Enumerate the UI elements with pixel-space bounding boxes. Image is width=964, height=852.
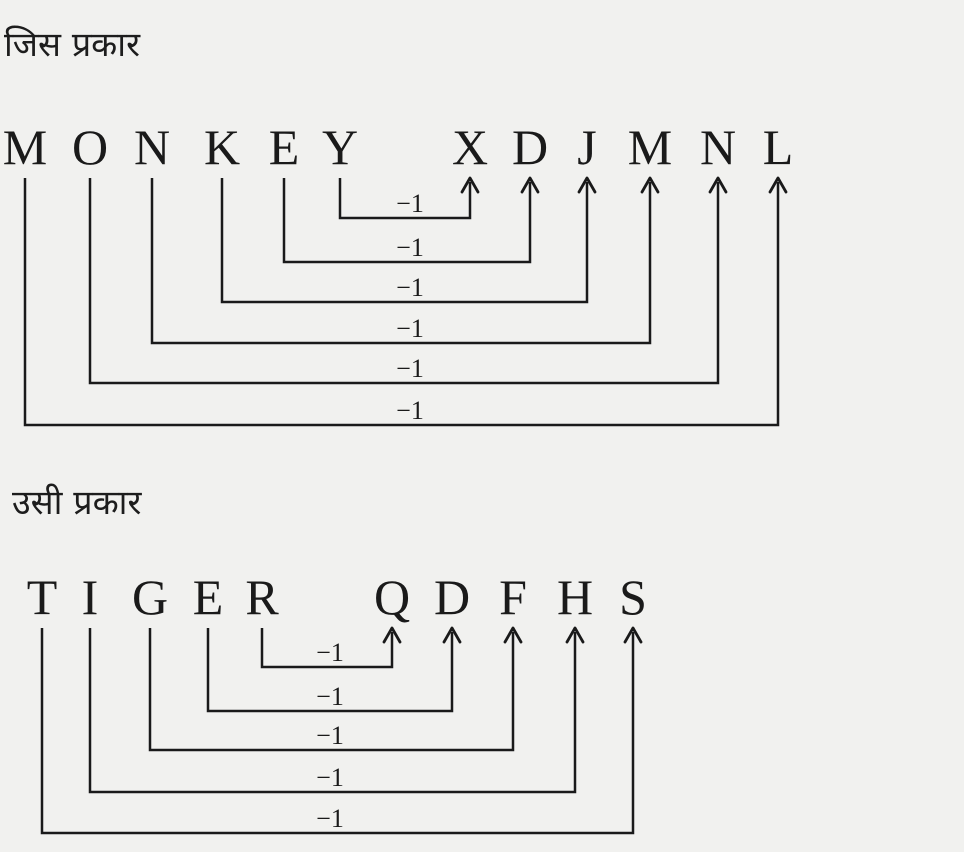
g1-connector-2	[220, 178, 589, 304]
g1-shift-label-3: −1	[396, 314, 424, 343]
g1-shift-label-5: −1	[396, 396, 424, 425]
g1-word-letter-1: O	[72, 119, 108, 175]
g2-code-letter-1: D	[434, 569, 470, 625]
g2-shift-label-2: −1	[316, 721, 344, 750]
g1-arrowhead-1	[520, 176, 540, 194]
g1-arrowhead-4	[708, 176, 728, 194]
g2-code-letter-3: H	[557, 569, 593, 625]
g2-connector-2	[148, 628, 515, 752]
g1-arrowhead-3	[640, 176, 660, 194]
heading-jis-prakar: जिस प्रकार	[4, 25, 140, 65]
g1-code-letter-4: N	[700, 119, 736, 175]
g2-shift-label-0: −1	[316, 638, 344, 667]
g2-arrowhead-4	[623, 626, 643, 644]
g1-arrowhead-2	[577, 176, 597, 194]
g2-connector-0	[260, 628, 394, 669]
g2-code-letter-4: S	[619, 569, 647, 625]
g1-word-letter-5: Y	[322, 119, 358, 175]
g1-shift-label-1: −1	[396, 233, 424, 262]
g1-code-letter-0: X	[452, 119, 488, 175]
g2-connector-4	[40, 628, 635, 835]
g2-arrowhead-1	[442, 626, 462, 644]
g1-word-letter-0: M	[3, 119, 47, 175]
g2-word-letter-0: T	[27, 569, 58, 625]
g2-connector-1	[206, 628, 454, 713]
g1-shift-label-4: −1	[396, 354, 424, 383]
g2-arrowhead-3	[565, 626, 585, 644]
g1-connector-3	[150, 178, 652, 345]
g2-word-letter-1: I	[82, 569, 99, 625]
g1-connector-4	[88, 178, 720, 385]
g1-code-letter-1: D	[512, 119, 548, 175]
g1-code-letter-5: L	[763, 119, 794, 175]
g2-arrowhead-2	[503, 626, 523, 644]
heading-usi-prakar: उसी प्रकार	[12, 483, 142, 523]
g2-shift-label-4: −1	[316, 804, 344, 833]
g2-connector-3	[88, 628, 577, 794]
g1-word-letter-2: N	[134, 119, 170, 175]
g1-code-letter-3: M	[628, 119, 672, 175]
g1-connector-5	[23, 178, 780, 427]
g1-word-letter-4: E	[269, 119, 300, 175]
g1-shift-label-0: −1	[396, 189, 424, 218]
g2-word-letter-2: G	[132, 569, 168, 625]
g1-connector-0	[338, 178, 472, 220]
g1-word-letter-3: K	[204, 119, 240, 175]
g2-shift-label-1: −1	[316, 682, 344, 711]
g1-code-letter-2: J	[577, 119, 596, 175]
g2-word-letter-3: E	[193, 569, 224, 625]
g1-arrowhead-5	[768, 176, 788, 194]
g2-code-letter-2: F	[499, 569, 527, 625]
g2-code-letter-0: Q	[374, 569, 410, 625]
g1-arrowhead-0	[460, 176, 480, 194]
g2-arrowhead-0	[382, 626, 402, 644]
g2-shift-label-3: −1	[316, 763, 344, 792]
g1-connector-1	[282, 178, 532, 264]
g1-shift-label-2: −1	[396, 273, 424, 302]
g2-word-letter-4: R	[245, 569, 279, 625]
